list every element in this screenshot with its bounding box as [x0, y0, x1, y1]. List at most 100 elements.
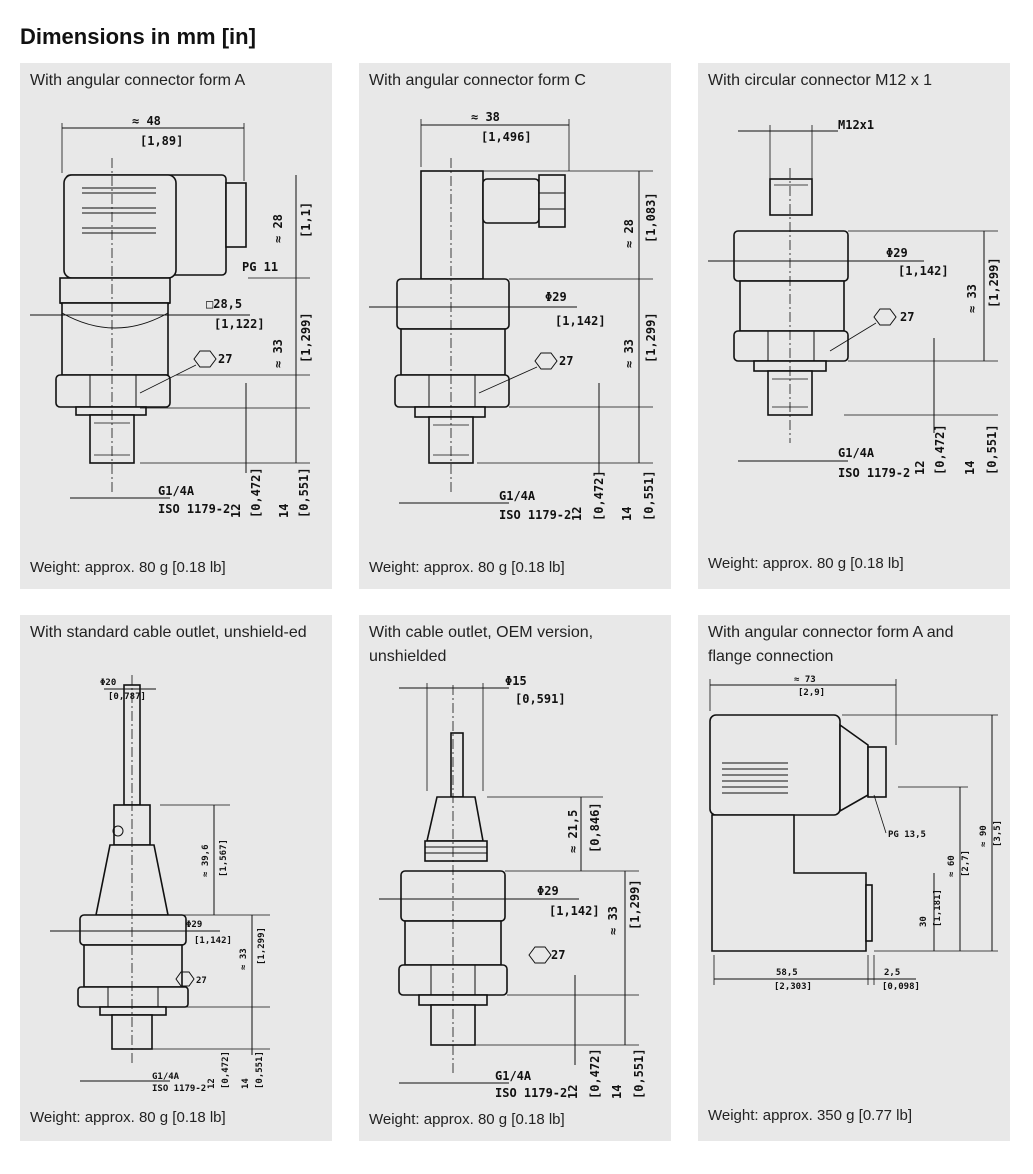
dim-width-label: ≈ 73: [794, 675, 816, 685]
dim-hex-label: 27: [559, 354, 573, 368]
panel-standard-cable-outlet: With standard cable outlet, unshield-ed …: [20, 615, 332, 1141]
panel-weight: Weight: approx. 80 g [0.18 lb]: [708, 555, 904, 572]
dim-w58-inch-label: [2,303]: [774, 982, 812, 992]
dim-14-label: 14: [963, 461, 977, 475]
dim-h90-inch-label: [3,5]: [993, 820, 1003, 847]
panel-title: With standard cable outlet, unshield-ed: [30, 624, 307, 641]
dim-14-label: 14: [620, 507, 634, 521]
dim-pg-label: PG 13,5: [888, 830, 926, 840]
panel-weight: Weight: approx. 80 g [0.18 lb]: [369, 1111, 565, 1128]
drawing-standard-cable-outlet: Φ20 [0,787] ≈ 39,6 [1,567] Φ29 [1,142] ≈…: [50, 675, 270, 1094]
panel-weight: Weight: approx. 80 g [0.18 lb]: [30, 1109, 226, 1126]
dim-hex-label: 27: [196, 976, 207, 986]
dim-14-inch-label: [0,551]: [632, 1048, 646, 1099]
dim-body-height-label: ≈ 33: [965, 284, 979, 313]
dim-width-label: ≈ 48: [132, 114, 161, 128]
dim-14-label: 14: [610, 1085, 624, 1099]
panel-title: With circular connector M12 x 1: [708, 72, 933, 89]
dim-body-height-inch-label: [1,299]: [987, 257, 1001, 308]
dim-iso-label: ISO 1179-2: [158, 502, 230, 516]
dim-body-height-inch-label: [1,299]: [257, 927, 267, 965]
dim-thread-label: G1/4A: [495, 1069, 532, 1083]
dim-body-height-label: ≈ 33: [239, 948, 249, 970]
dim-12-label: 12: [566, 1085, 580, 1099]
dim-square-label: □28,5: [206, 297, 242, 311]
dim-cable-height-inch-label: [1,567]: [219, 839, 229, 877]
dim-iso-label: ISO 1179-2: [499, 508, 571, 522]
dim-m12-label: M12x1: [838, 118, 874, 132]
dim-12-label: 12: [229, 504, 243, 518]
dim-top-dia-label: Φ15: [505, 674, 527, 688]
page-title: Dimensions in mm [in]: [20, 24, 256, 49]
dim-12-inch-label: [0,472]: [592, 470, 606, 521]
dim-12-label: 12: [913, 461, 927, 475]
panel-cable-outlet-oem: With cable outlet, OEM version, unshield…: [359, 615, 671, 1141]
dim-body-height-inch-label: [1,299]: [628, 879, 642, 930]
panel-title: With cable outlet, OEM version, unshield…: [369, 624, 594, 665]
dim-dia-inch-label: [1,142]: [549, 904, 600, 918]
dim-thread-label: G1/4A: [158, 484, 195, 498]
dim-width-inch-label: [1,89]: [140, 134, 183, 148]
dim-14-label: 14: [241, 1078, 251, 1089]
dim-12-label: 12: [207, 1078, 217, 1089]
dim-width-label: ≈ 38: [471, 110, 500, 124]
panel-angular-connector-c: With angular connector form C ≈ 38 [1,49…: [359, 63, 671, 589]
dim-12-inch-label: [0,472]: [933, 424, 947, 475]
dim-pg-label: PG 11: [242, 260, 278, 274]
dim-w25-inch-label: [0,098]: [882, 982, 920, 992]
dim-w58-label: 58,5: [776, 968, 798, 978]
dim-top-dia-label: Φ20: [100, 678, 116, 688]
dim-conn-height-inch-label: [1,083]: [644, 192, 658, 243]
panel-flange-connection: With angular connector form A and flange…: [698, 615, 1010, 1141]
panel-weight: Weight: approx. 350 g [0.77 lb]: [708, 1107, 913, 1124]
dim-conn-height-label: ≈ 28: [622, 219, 636, 248]
drawing-angular-connector-a: ≈ 48 [1,89] ≈ 28 [1,1] PG 11 □28,5 [1,12…: [30, 114, 313, 518]
dim-hex-label: 27: [218, 352, 232, 366]
dim-dia-inch-label: [1,142]: [898, 264, 949, 278]
dim-body-height-label: ≈ 33: [606, 906, 620, 935]
dim-conn-height-inch-label: [1,1]: [299, 202, 313, 238]
panel-angular-connector-a: With angular connector form A ≈ 48 [1,89…: [20, 63, 332, 589]
dim-body-height-inch-label: [1,299]: [644, 312, 658, 363]
dim-14-inch-label: [0,551]: [255, 1051, 265, 1089]
dim-dia-inch-label: [1,142]: [194, 936, 232, 946]
dim-h30-inch-label: [1,181]: [933, 889, 943, 927]
panel-title: With angular connector form A: [30, 72, 246, 89]
drawing-circular-connector: M12x1 Φ29 [1,142] ≈ 33 [1,299] 27 G1/4A …: [708, 118, 1001, 480]
dim-dia-label: Φ29: [886, 246, 908, 260]
panel-title: With angular connector form A and flange…: [708, 624, 954, 665]
panel-weight: Weight: approx. 80 g [0.18 lb]: [369, 559, 565, 576]
dim-hex-label: 27: [551, 948, 565, 962]
drawing-angular-connector-c: ≈ 38 [1,496] ≈ 28 [1,083] Φ29 [1,142] ≈ …: [369, 110, 658, 522]
dim-14-label: 14: [277, 504, 291, 518]
dim-14-inch-label: [0,551]: [297, 467, 311, 518]
dim-dia-label: Φ29: [186, 920, 202, 930]
dim-top-dia-inch-label: [0,591]: [515, 692, 566, 706]
dim-12-inch-label: [0,472]: [249, 467, 263, 518]
dim-width-inch-label: [2,9]: [798, 688, 825, 698]
dim-12-inch-label: [0,472]: [221, 1051, 231, 1089]
dim-dia-inch-label: [1,142]: [555, 314, 606, 328]
dim-dia-label: Φ29: [537, 884, 559, 898]
dim-iso-label: ISO 1179-2: [838, 466, 910, 480]
dim-cable-height-inch-label: [0,846]: [588, 802, 602, 853]
dim-h60-label: ≈ 60: [947, 855, 957, 877]
panel-circular-connector: With circular connector M12 x 1 M12x1 Φ2…: [698, 63, 1010, 589]
dim-h30-label: 30: [919, 916, 929, 927]
dim-h60-inch-label: [2,7]: [961, 850, 971, 877]
dim-cable-height-label: ≈ 39,6: [201, 844, 211, 877]
drawing-cable-outlet-oem: Φ15 [0,591] ≈ 21,5 [0,846] Φ29 [1,142] ≈…: [379, 674, 646, 1100]
dim-thread-label: G1/4A: [152, 1072, 180, 1082]
panel-weight: Weight: approx. 80 g [0.18 lb]: [30, 559, 226, 576]
dim-width-inch-label: [1,496]: [481, 130, 532, 144]
drawing-flange-connection: ≈ 73 [2,9] PG 13,5 ≈ 60 [2,7] ≈ 90 [3,5]…: [709, 675, 1003, 992]
dim-body-height-label: ≈ 33: [271, 339, 285, 368]
dim-body-height-inch-label: [1,299]: [299, 312, 313, 363]
dim-h90-label: ≈ 90: [979, 825, 989, 847]
dim-12-inch-label: [0,472]: [588, 1048, 602, 1099]
dim-thread-label: G1/4A: [499, 489, 536, 503]
dim-body-height-label: ≈ 33: [622, 339, 636, 368]
dim-dia-label: Φ29: [545, 290, 567, 304]
dim-top-dia-inch-label: [0,787]: [108, 692, 146, 702]
dim-cable-height-label: ≈ 21,5: [566, 810, 580, 853]
